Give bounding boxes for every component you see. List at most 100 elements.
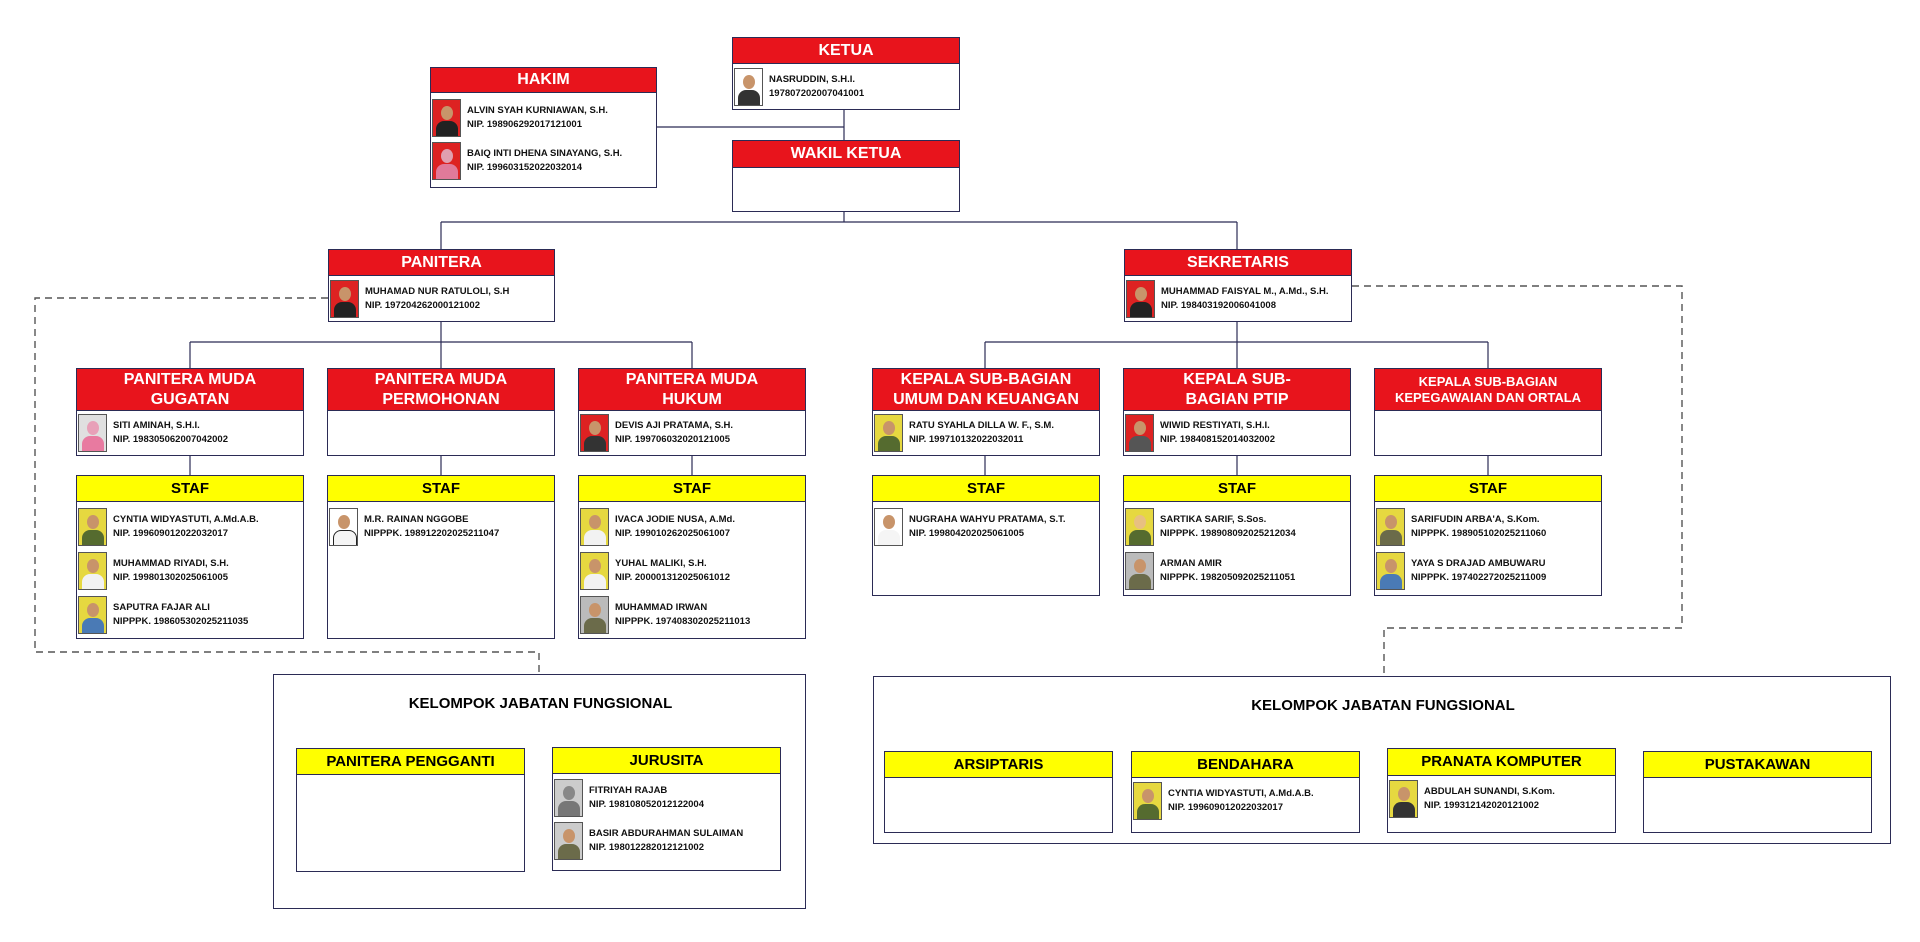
person-nip: NIPPPK. 198908092025212034 xyxy=(1160,527,1296,539)
pm-hukum-header: PANITERA MUDA HUKUM xyxy=(579,369,805,411)
sekretaris-header: SEKRETARIS xyxy=(1125,250,1351,276)
pranata-member: ABDULAH SUNANDI, S.Kom. NIP. 199312142020… xyxy=(1389,779,1615,818)
panitera-header: PANITERA xyxy=(329,250,554,276)
photo-icon xyxy=(1125,507,1154,546)
person-name: WIWID RESTIYATI, S.H.I. xyxy=(1160,419,1270,431)
photo-icon xyxy=(1125,413,1154,452)
photo-icon xyxy=(580,551,609,590)
pm-permohonan-header: PANITERA MUDA PERMOHONAN xyxy=(328,369,554,411)
ketua-box: KETUA NASRUDDIN, S.H.I.19780720200704100… xyxy=(732,37,960,110)
person-nip: NIP. 199312142020121002 xyxy=(1424,799,1539,811)
staf-hukum-box: STAF IVACA JODIE NUSA, A.Md.NIP. 1990102… xyxy=(578,475,806,639)
panitera-pengganti-header: PANITERA PENGGANTI xyxy=(297,749,524,775)
person-nip: NIP. 199804202025061005 xyxy=(909,527,1024,539)
staf-header: STAF xyxy=(77,476,303,502)
photo-icon xyxy=(734,67,763,106)
photo-icon xyxy=(78,507,107,546)
person-name: SITI AMINAH, S.H.I. xyxy=(113,419,200,431)
staf-member: YUHAL MALIKI, S.H. NIP. 20000131202506101… xyxy=(580,551,805,590)
hakim-member: ALVIN SYAH KURNIAWAN, S.H.NIP. 198906292… xyxy=(432,98,656,137)
sekretaris-person: MUHAMMAD FAISYAL M., A.Md., S.H.NIP. 198… xyxy=(1126,279,1351,318)
jurusita-header: JURUSITA xyxy=(553,748,780,774)
hakim-box: HAKIM ALVIN SYAH KURNIAWAN, S.H.NIP. 198… xyxy=(430,67,657,188)
person-name: BASIR ABDURAHMAN SULAIMAN xyxy=(589,827,744,839)
ksb-umum-box: KEPALA SUB-BAGIAN UMUM DAN KEUANGAN RATU… xyxy=(872,368,1100,456)
person-name: DEVIS AJI PRATAMA, S.H. xyxy=(615,419,734,431)
person-name: MUHAMMAD IRWAN xyxy=(615,601,708,613)
person-nip: NIP. 199801302025061005 xyxy=(113,571,228,583)
photo-icon xyxy=(330,279,359,318)
person-name: SAPUTRA FAJAR ALI xyxy=(113,601,210,613)
wakil-ketua-header: WAKIL KETUA xyxy=(733,141,959,168)
ketua-header: KETUA xyxy=(733,38,959,64)
staf-member: SARTIKA SARIF, S.Sos.NIPPPK. 19890809202… xyxy=(1125,507,1350,546)
pm-hukum-box: PANITERA MUDA HUKUM DEVIS AJI PRATAMA, S… xyxy=(578,368,806,456)
person-nip: NIP. 198403192006041008 xyxy=(1161,299,1276,311)
staf-ptip-box: STAF SARTIKA SARIF, S.Sos.NIPPPK. 198908… xyxy=(1123,475,1351,596)
person-nip: NIP. 199010262025061007 xyxy=(615,527,730,539)
pm-gugatan-person: SITI AMINAH, S.H.I.NIP. 1983050620070420… xyxy=(78,413,303,452)
person-nip: NIP. 200001312025061012 xyxy=(615,571,730,583)
person-nip: NIPPPK. 197402272025211009 xyxy=(1411,571,1547,583)
person-nip: 197807202007041001 xyxy=(769,87,865,99)
photo-icon xyxy=(580,595,609,634)
photo-icon xyxy=(1389,779,1418,818)
staf-kepegawaian-box: STAF SARIFUDIN ARBA'A, S.Kom.NIPPPK. 198… xyxy=(1374,475,1602,596)
person-nip: NIPPPK. 198605302025211035 xyxy=(113,615,249,627)
staf-member: YAYA S DRAJAD AMBUWARU NIPPPK. 1974022720… xyxy=(1376,551,1601,590)
person-nip: NIP. 199706032020121005 xyxy=(615,433,730,445)
photo-icon xyxy=(580,413,609,452)
person-name: YUHAL MALIKI, S.H. xyxy=(615,557,707,569)
ksb-kepegawaian-box: KEPALA SUB-BAGIAN KEPEGAWAIAN DAN ORTALA xyxy=(1374,368,1602,456)
person-name: ARMAN AMIR xyxy=(1160,557,1222,569)
pustakawan-header: PUSTAKAWAN xyxy=(1644,752,1871,778)
photo-icon xyxy=(1376,551,1405,590)
person-nip: NIP. 198012282012121002 xyxy=(589,841,704,853)
photo-icon xyxy=(874,507,903,546)
person-name: FITRIYAH RAJAB xyxy=(589,784,668,796)
pustakawan-box: PUSTAKAWAN xyxy=(1643,751,1872,833)
kjf-right-title: KELOMPOK JABATAN FUNGSIONAL xyxy=(1251,697,1515,714)
panitera-pengganti-box: PANITERA PENGGANTI xyxy=(296,748,525,872)
staf-header: STAF xyxy=(579,476,805,502)
ketua-person: NASRUDDIN, S.H.I.197807202007041001 xyxy=(734,67,959,106)
photo-icon xyxy=(1125,551,1154,590)
photo-icon xyxy=(432,98,461,137)
panitera-person: MUHAMAD NUR RATULOLI, S.H NIP. 1972042620… xyxy=(330,279,554,318)
photo-icon xyxy=(78,413,107,452)
kjf-right-box: KELOMPOK JABATAN FUNGSIONAL ARSIPTARIS B… xyxy=(873,676,1891,844)
bendahara-header: BENDAHARA xyxy=(1132,752,1359,778)
hakim-header: HAKIM xyxy=(431,68,656,93)
person-nip: NIPPPK. 197408302025211013 xyxy=(615,615,751,627)
person-name: MUHAMAD NUR RATULOLI, S.H xyxy=(365,285,510,297)
kjf-left-title: KELOMPOK JABATAN FUNGSIONAL xyxy=(408,695,673,712)
person-nip: NIP. 198906292017121001 xyxy=(467,118,582,130)
ksb-kepegawaian-header: KEPALA SUB-BAGIAN KEPEGAWAIAN DAN ORTALA xyxy=(1375,369,1601,411)
person-nip: NIP. 198408152014032002 xyxy=(1160,433,1275,445)
person-name: BAIQ INTI DHENA SINAYANG, S.H. xyxy=(467,147,623,159)
photo-icon xyxy=(78,595,107,634)
person-nip: NIP. 199710132022032011 xyxy=(909,433,1024,445)
person-name: M.R. RAINAN NGGOBE xyxy=(364,513,469,525)
staf-member: CYNTIA WIDYASTUTI, A.Md.A.B.NIP. 1996090… xyxy=(78,507,303,546)
ksb-ptip-header: KEPALA SUB-BAGIAN PTIP xyxy=(1124,369,1350,411)
jurusita-member: BASIR ABDURAHMAN SULAIMAN NIP. 1980122820… xyxy=(554,821,780,860)
staf-member: MUHAMMAD RIYADI, S.H.NIP. 19980130202506… xyxy=(78,551,303,590)
photo-icon xyxy=(1376,507,1405,546)
staf-umum-box: STAF NUGRAHA WAHYU PRATAMA, S.T.NIP. 199… xyxy=(872,475,1100,596)
staf-header: STAF xyxy=(328,476,554,502)
person-nip: NIP. 199609012022032017 xyxy=(1168,801,1283,813)
photo-icon xyxy=(874,413,903,452)
bendahara-member: CYNTIA WIDYASTUTI, A.Md.A.B.NIP. 1996090… xyxy=(1133,781,1359,820)
person-nip: NIP. 199603152022032014 xyxy=(467,161,582,173)
person-name: ABDULAH SUNANDI, S.Kom. xyxy=(1424,785,1555,797)
photo-icon xyxy=(1126,279,1155,318)
ksb-umum-header: KEPALA SUB-BAGIAN UMUM DAN KEUANGAN xyxy=(873,369,1099,411)
person-nip: NIP. 197204262000121002 xyxy=(365,299,480,311)
person-name: YAYA S DRAJAD AMBUWARU xyxy=(1411,557,1546,569)
person-name: CYNTIA WIDYASTUTI, A.Md.A.B. xyxy=(113,513,259,525)
